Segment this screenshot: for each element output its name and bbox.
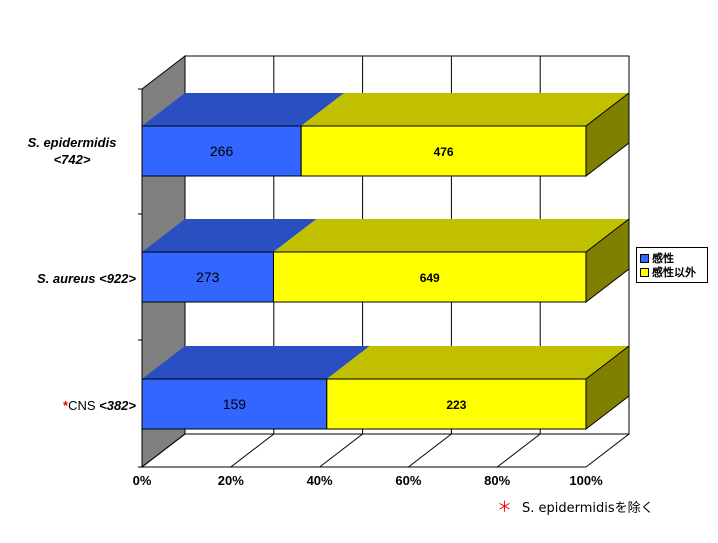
gridline-floor <box>230 433 275 468</box>
bar-side <box>585 91 630 178</box>
legend-item-non-susceptible: 感性以外 <box>640 265 704 279</box>
category-mark: * <box>63 397 69 413</box>
legend-label-susceptible: 感性 <box>652 252 674 265</box>
data-label: 476 <box>434 145 454 159</box>
legend-swatch-susceptible <box>640 253 649 263</box>
bar-group: 273 649 <box>141 217 630 304</box>
footnote: ＊ S. epidermidisを除く <box>497 496 654 517</box>
data-label: 649 <box>420 271 440 285</box>
legend-label-non-susceptible: 感性以外 <box>652 266 696 279</box>
bar-segment <box>141 251 274 303</box>
bar-segment-top <box>142 219 317 252</box>
x-tick-label: 100% <box>569 473 603 488</box>
legend-swatch-non-susceptible <box>640 267 649 277</box>
x-tick-label: 40% <box>307 473 333 488</box>
category-label-line: *CNS <382> <box>8 397 136 414</box>
bar-segment <box>300 125 587 177</box>
gridline-floor <box>496 433 541 468</box>
category-label: S. epidermidis <742> <box>8 134 136 168</box>
category-total: <382> <box>99 397 136 413</box>
gridline-floor <box>585 433 630 468</box>
category-name: CNS <box>68 397 100 413</box>
bar-segment <box>272 251 587 303</box>
bar-segment-top <box>142 93 345 126</box>
x-tick-label: 80% <box>484 473 510 488</box>
category-label-line: <742> <box>53 152 91 167</box>
bar-segment-top <box>142 346 370 379</box>
data-label: 266 <box>210 143 234 159</box>
bar-segment <box>326 378 587 430</box>
bar-segment-top <box>326 346 629 379</box>
data-label: 159 <box>223 396 247 412</box>
category-label: *CNS <382> <box>8 397 136 414</box>
data-label: 273 <box>196 269 220 285</box>
bar-segment <box>141 378 328 430</box>
bar-segment <box>141 125 302 177</box>
bar-group: 159 223 <box>141 344 630 431</box>
x-tick-label: 0% <box>133 473 152 488</box>
footnote-text: S. epidermidisを除く <box>522 501 654 516</box>
legend: 感性 感性以外 <box>636 247 708 283</box>
category-label: S. aureus <922> <box>8 270 136 287</box>
gridline-floor <box>408 433 452 468</box>
gridline-floor <box>319 433 363 468</box>
category-label-line: S. epidermidis <box>27 135 117 150</box>
bar-side <box>585 217 630 304</box>
bar-side <box>585 344 630 431</box>
bar-segment-top <box>273 219 629 252</box>
legend-item-susceptible: 感性 <box>640 251 704 265</box>
category-label-line: S. aureus <922> <box>36 270 136 286</box>
gridline-floor <box>141 433 186 468</box>
bar-segment-top <box>301 93 629 126</box>
x-tick-label: 60% <box>395 473 421 488</box>
footnote-mark: ＊ <box>497 498 513 516</box>
x-tick-label: 20% <box>218 473 244 488</box>
bar-group: 266 476 <box>141 91 630 178</box>
data-label: 223 <box>446 398 466 412</box>
